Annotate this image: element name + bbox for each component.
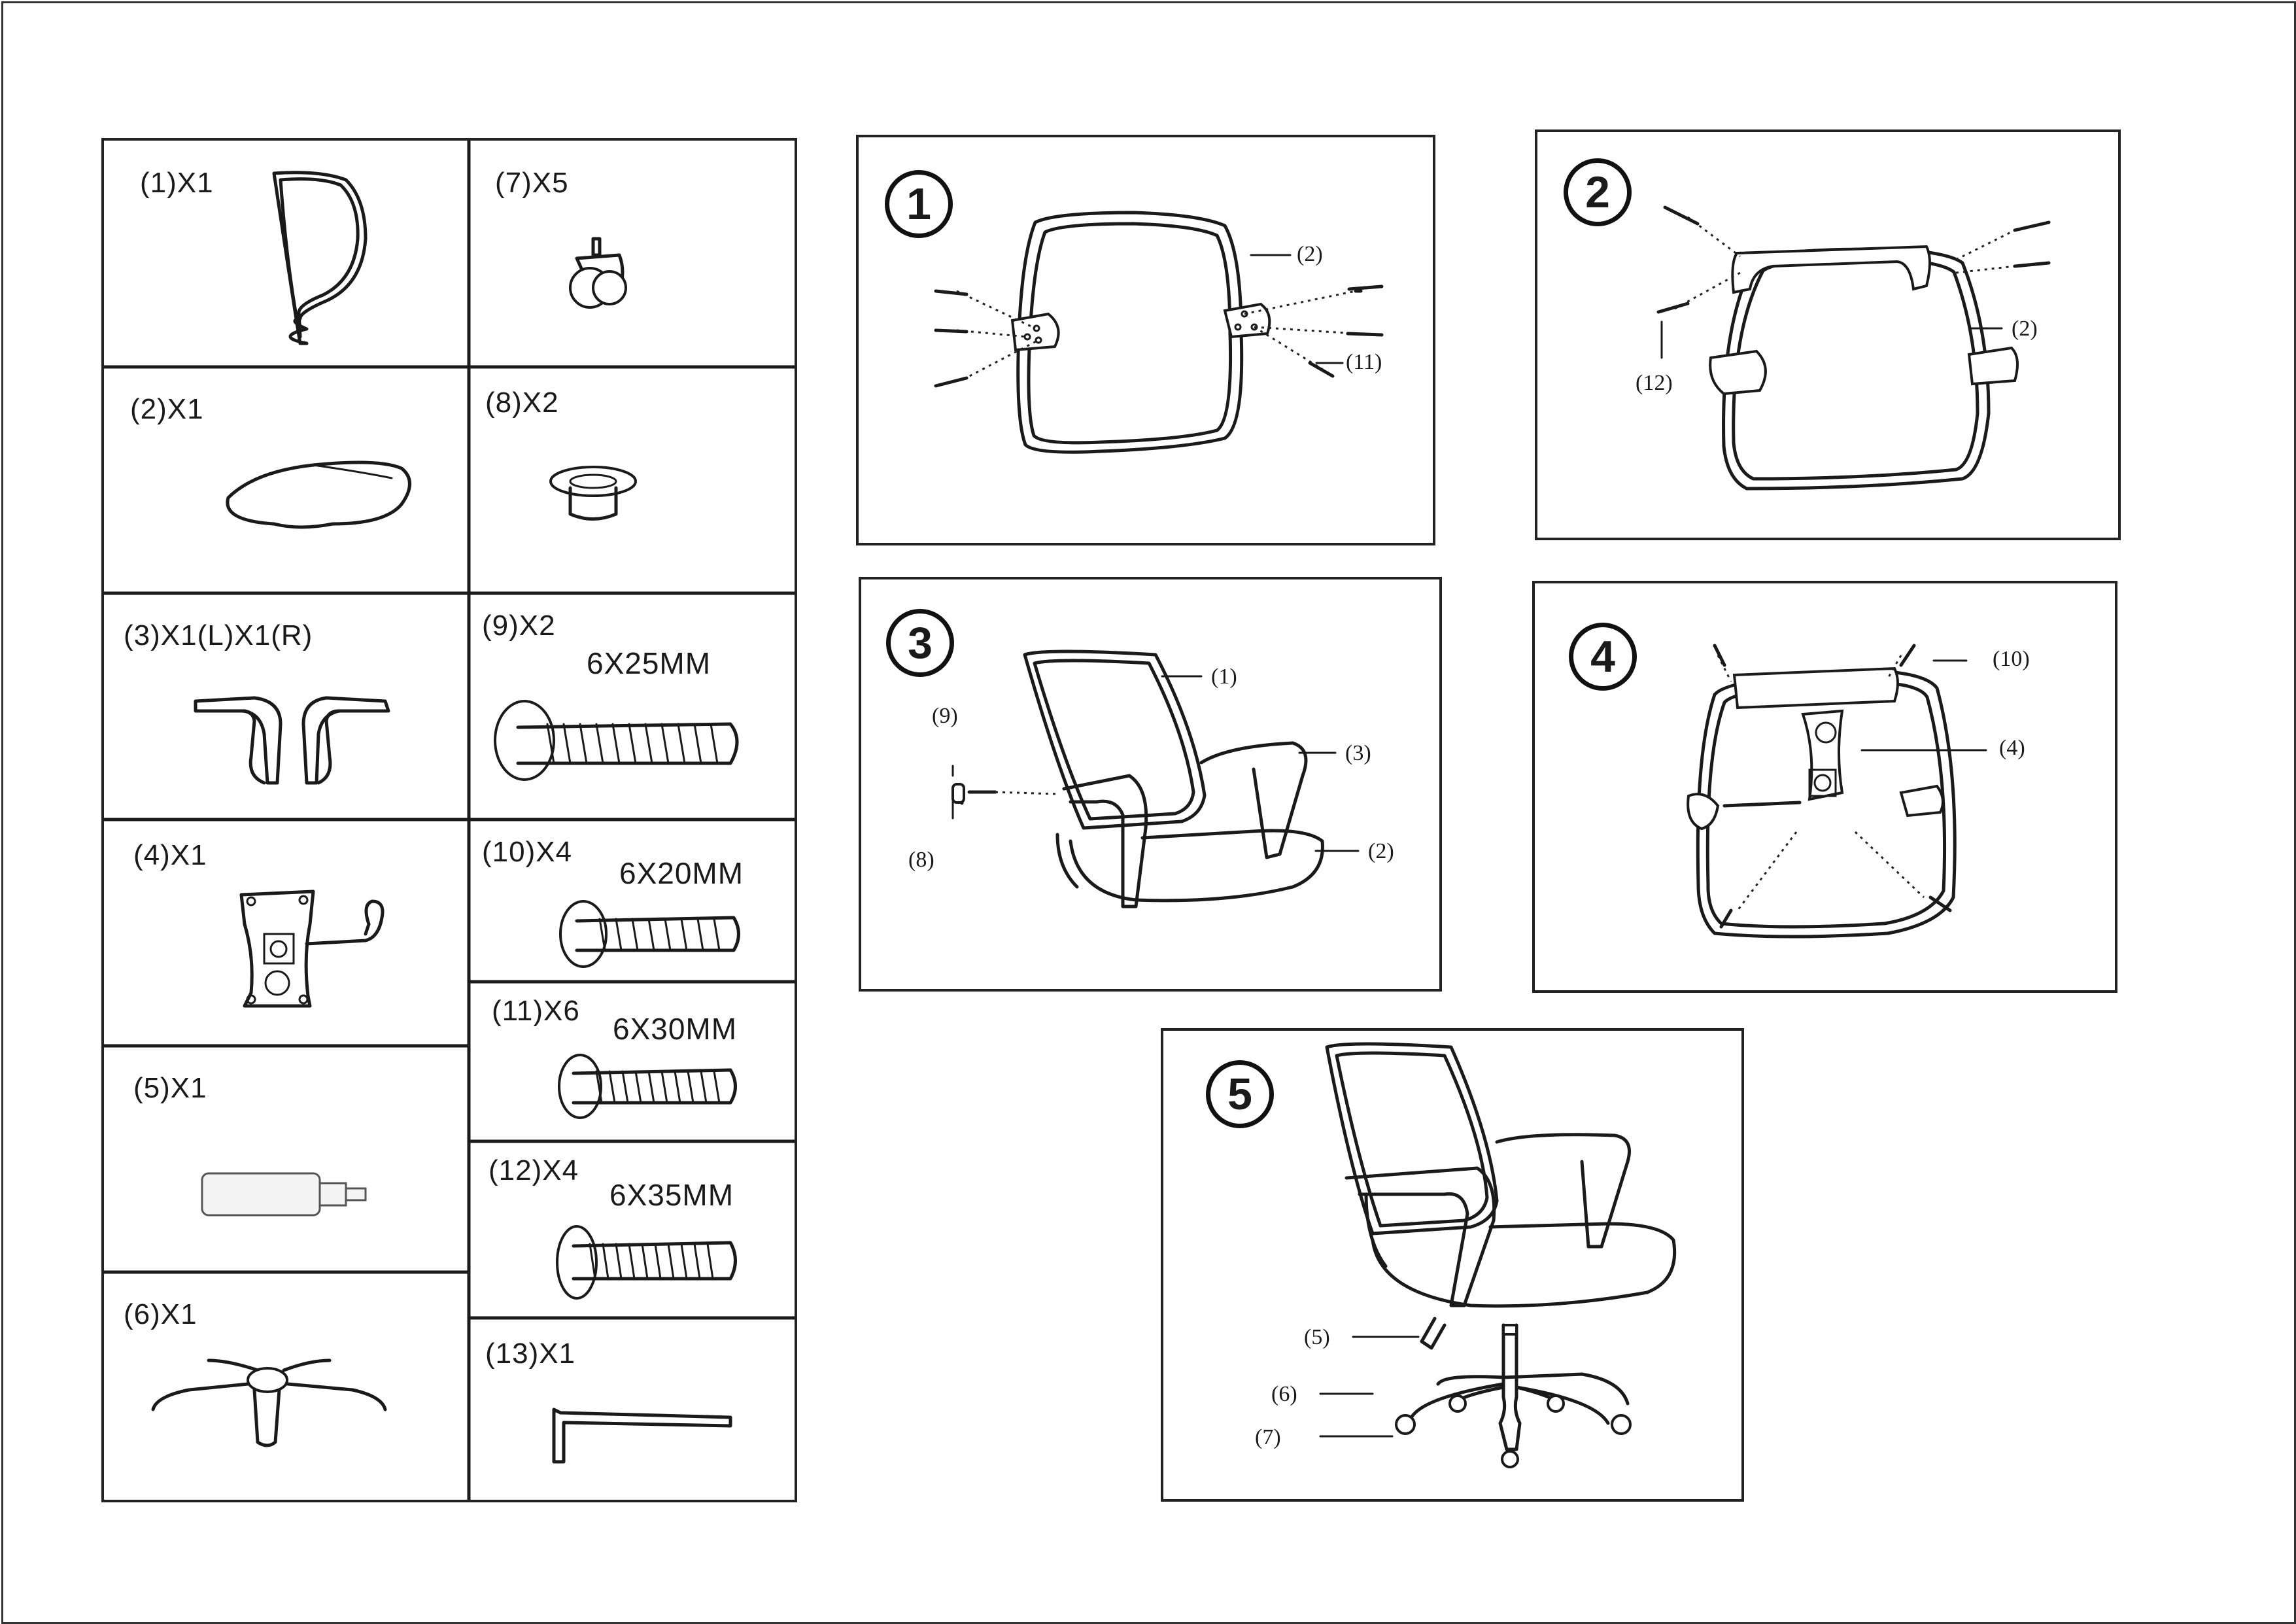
- callout-seat: (2): [2012, 317, 2038, 341]
- part-label: (5)X1: [133, 1072, 207, 1104]
- part-label: (3)X1(L)X1(R): [124, 619, 313, 651]
- step-1-illustration: [934, 211, 1384, 454]
- part-cell-7: (7)X5: [469, 141, 795, 367]
- step-5-illustration: [1319, 1042, 1677, 1468]
- bolt-size-label: 6X30MM: [613, 1012, 738, 1046]
- part-cell-5: (5)X1: [104, 1046, 469, 1272]
- bolt-icon: [559, 900, 740, 968]
- bolt-icon: [556, 1225, 737, 1300]
- callout-cap: (8): [908, 848, 934, 872]
- part-label: (10)X4: [482, 836, 573, 868]
- callout-seat: (2): [1368, 839, 1394, 863]
- part-cell-10: (10)X4 6X20MM: [469, 820, 795, 982]
- step-4-panel: 4 (10) (4): [1532, 581, 2117, 993]
- step-number-badge: 1: [885, 170, 953, 238]
- callout-backrest: (1): [1211, 665, 1237, 689]
- bolt-size-label: 6X20MM: [619, 856, 744, 890]
- part-label: (13)X1: [485, 1338, 576, 1370]
- step-number-badge: 2: [1564, 158, 1632, 226]
- parts-list: (1)X1 (2)X1 (3)X1(L)X1(R) (4)X1: [101, 138, 797, 1502]
- bolt-icon: [494, 700, 739, 781]
- part-cell-4: (4)X1: [104, 820, 469, 1046]
- callout-armrest: (3): [1345, 741, 1371, 765]
- gas-lift-icon: [201, 1172, 367, 1217]
- cap-icon: [549, 466, 637, 521]
- part-cell-2: (2)X1: [104, 367, 469, 593]
- seat-icon: [226, 460, 411, 529]
- part-cell-9: (9)X2 6X25MM: [469, 593, 795, 820]
- mechanism-icon: [239, 890, 385, 1008]
- base-icon: [151, 1358, 387, 1447]
- part-label: (1)X1: [140, 167, 214, 199]
- part-cell-6: (6)X1: [104, 1272, 469, 1500]
- step-3-illustration: [951, 649, 1360, 908]
- parts-grid-lines: [104, 141, 795, 1500]
- part-label: (7)X5: [495, 167, 569, 199]
- step-2-panel: 2 (2) (12): [1535, 130, 2121, 540]
- part-label: (6)X1: [124, 1298, 197, 1330]
- part-cell-1: (1)X1: [104, 141, 469, 367]
- step-3-panel: 3 (1) (3) (2) (9) (8): [859, 577, 1442, 992]
- callout-bolt: (9): [932, 704, 958, 728]
- part-label: (4)X1: [133, 839, 207, 871]
- part-cell-13: (13)X1: [469, 1318, 795, 1500]
- backrest-icon: [272, 171, 368, 345]
- bolt-size-label: 6X25MM: [587, 646, 711, 680]
- part-label: (8)X2: [485, 387, 559, 419]
- step-number-badge: 5: [1206, 1060, 1274, 1128]
- step-1-panel: 1 (2) (11): [856, 135, 1435, 545]
- step-number-badge: 3: [886, 609, 954, 677]
- step-4-illustration: [1687, 644, 1987, 939]
- part-cell-12: (12)X4 6X35MM: [469, 1141, 795, 1318]
- part-cell-3: (3)X1(L)X1(R): [104, 593, 469, 820]
- callout-bolt: (12): [1636, 371, 1673, 395]
- step-2-illustration: [1656, 205, 2051, 491]
- part-label: (2)X1: [130, 393, 204, 425]
- callout-bolt: (11): [1346, 350, 1382, 374]
- caster-icon: [569, 237, 627, 309]
- callout-bolt: (10): [1993, 647, 2030, 671]
- part-cell-11: (11)X6 6X30MM: [469, 982, 795, 1141]
- bolt-size-label: 6X35MM: [609, 1178, 734, 1212]
- part-label: (9)X2: [482, 610, 556, 642]
- callout-seat: (2): [1297, 242, 1323, 266]
- part-label: (11)X6: [492, 995, 580, 1027]
- step-5-panel: 5 (5) (6) (7): [1161, 1028, 1744, 1502]
- armrests-icon: [194, 696, 390, 785]
- callout-mechanism: (4): [1999, 736, 2025, 760]
- step-number-badge: 4: [1569, 623, 1637, 691]
- callout-caster: (7): [1255, 1425, 1281, 1449]
- callout-gas-lift: (5): [1304, 1325, 1330, 1349]
- callout-base: (6): [1271, 1382, 1297, 1406]
- bolt-icon: [558, 1054, 737, 1119]
- part-label: (12)X4: [488, 1154, 579, 1186]
- hex-key-icon: [552, 1408, 732, 1464]
- part-cell-8: (8)X2: [469, 367, 795, 593]
